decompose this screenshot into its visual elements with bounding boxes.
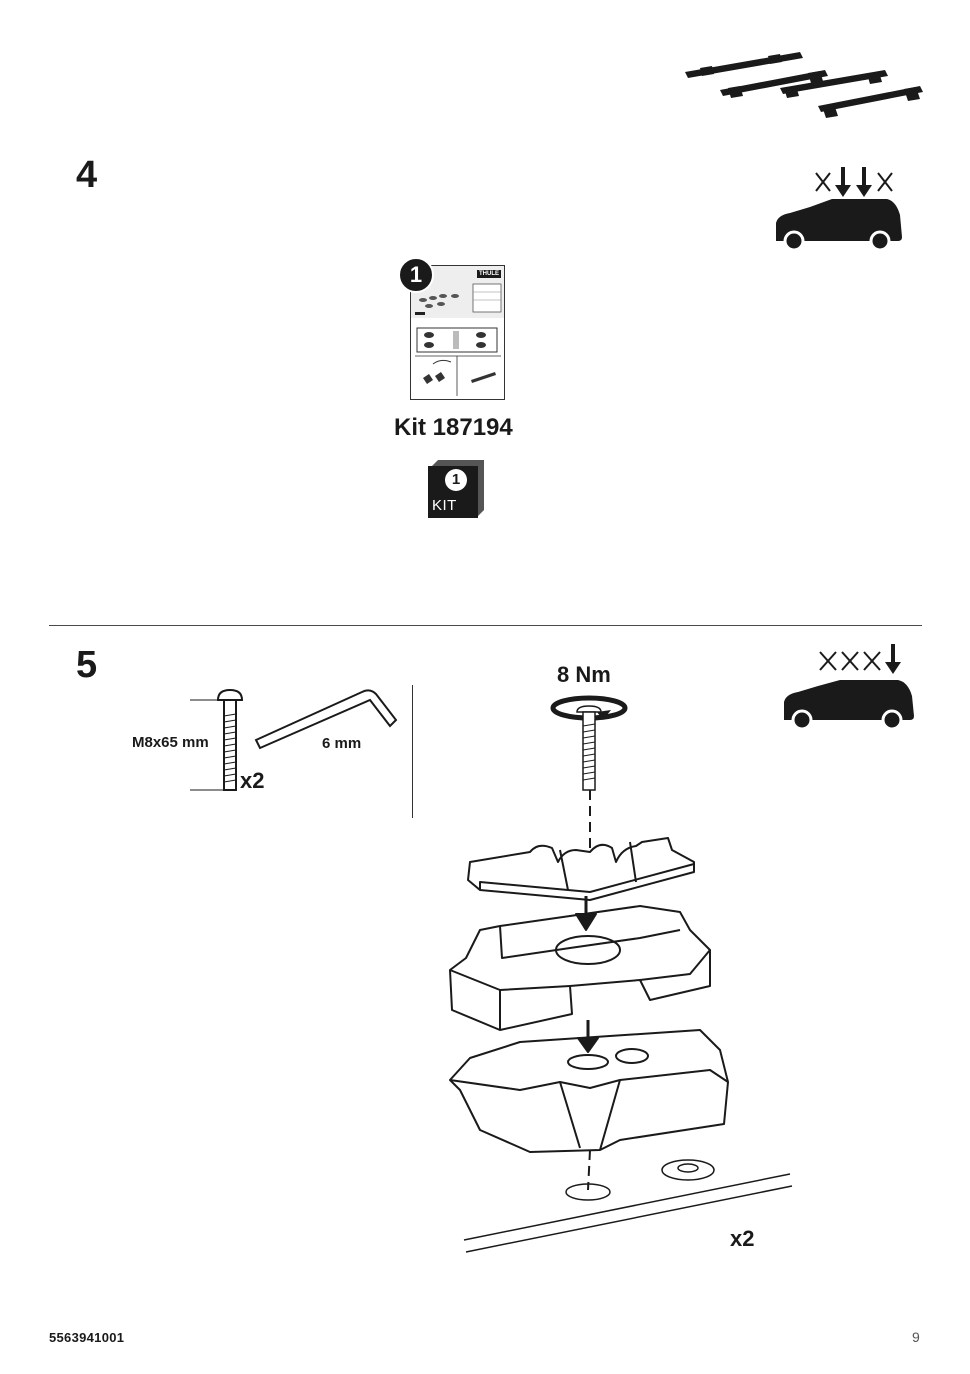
step-5-number: 5 [76,644,98,686]
hex-key-icon [254,689,398,750]
step-divider [49,625,922,626]
torque-icon [550,695,628,791]
step-4-number: 4 [76,154,98,196]
manual-brand: THULE [477,270,501,278]
page-number: 9 [912,1329,920,1345]
kit-badge-label: KIT [432,497,457,514]
manual-step-number: 1 [409,262,423,287]
bolt-size-label: M8x65 mm [132,734,209,751]
manual-content-sketch [415,283,502,396]
kit-badge-circle: 1 [445,469,467,491]
document-number: 5563941001 [49,1330,125,1345]
kit-box-icon: 1 KIT [428,460,484,518]
hex-key-size-label: 6 mm [322,735,362,752]
kit-badge-number: 1 [451,471,461,488]
roof-bars-icon [685,52,923,118]
tools-separator [412,685,413,818]
car-load-arrows-icon [776,167,902,252]
car-load-arrows-icon-step5 [784,644,914,731]
kit-title: Kit 187194 [394,414,513,441]
fitting-manual-thumbnail: THULE [410,265,505,400]
assembly-quantity: x2 [730,1226,755,1251]
torque-label: 8 Nm [557,662,611,687]
foot-assembly-diagram [449,790,793,1253]
manual-step-badge: 1 [398,257,434,293]
bolt-quantity: x2 [240,768,265,793]
bolt-icon [190,688,244,791]
